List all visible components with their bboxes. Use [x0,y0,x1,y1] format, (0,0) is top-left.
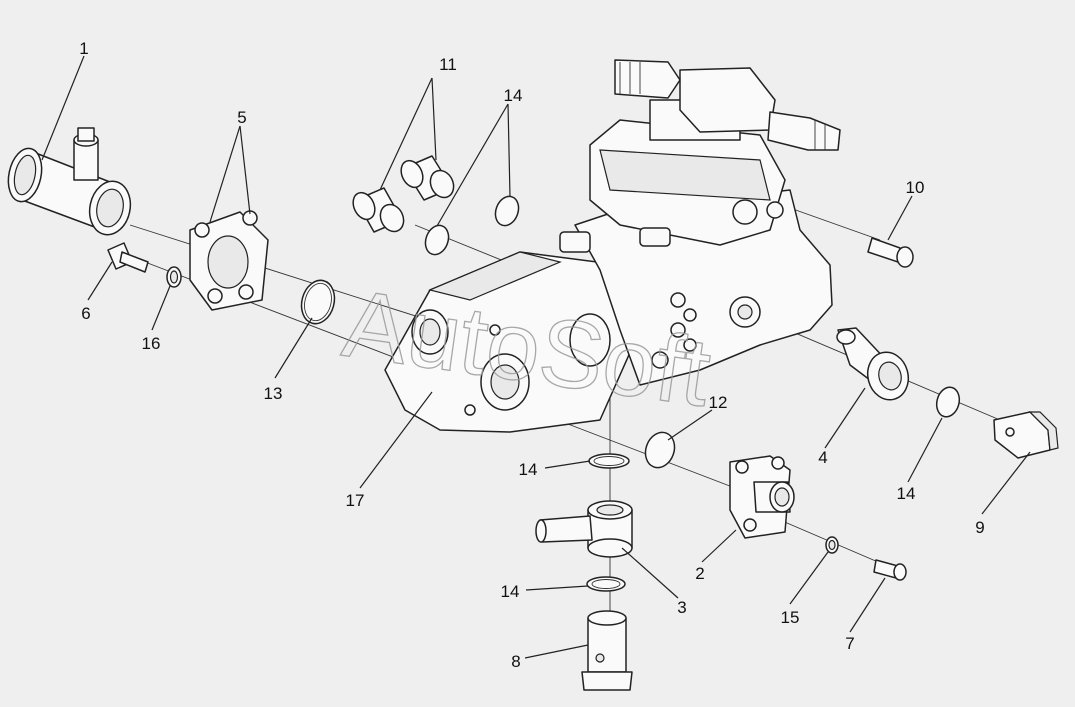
callout-3: 3 [677,598,686,617]
part-12-o-ring [644,431,676,469]
callout-14-middle: 14 [519,460,538,479]
part-9-banjo-bolt [993,411,1059,459]
part-6-bolt [107,242,149,273]
callout-2: 2 [695,564,704,583]
part-10-fitting [867,237,914,268]
callout-1: 1 [79,39,88,58]
part-2-flange [729,455,795,539]
callout-6: 6 [81,304,90,323]
callout-15: 15 [781,608,800,627]
callout-13: 13 [264,384,283,403]
part-13-o-ring [300,279,336,325]
part-4-banjo-fitting [836,327,910,401]
callout-4: 4 [818,448,827,467]
callout-14-lower: 14 [501,582,520,601]
part-14-o-rings-upper [424,195,520,256]
control-valve-block [559,59,841,386]
part-7-bolt [873,559,907,581]
callout-11: 11 [439,55,457,74]
callout-14-right: 14 [897,484,916,503]
callout-labels: 1 5 6 16 13 11 14 10 4 14 9 12 17 14 2 3… [79,39,984,671]
part-8-banjo-bolt [581,610,633,691]
callout-16: 16 [142,334,161,353]
part-1-pipe-tee [7,127,132,236]
part-17-pump-housing [384,251,641,433]
callout-14-upper: 14 [504,86,523,105]
callout-7: 7 [845,634,854,653]
part-14-o-ring-right [935,386,961,418]
part-5-flange [189,210,269,311]
part-11-fittings [352,155,455,233]
callout-12: 12 [709,393,728,412]
callout-10: 10 [906,178,925,197]
leader-lines [41,55,1031,659]
part-14-o-ring-middle [588,453,630,469]
part-15-washer [825,536,839,554]
part-16-washer [166,266,182,288]
callout-8: 8 [511,652,520,671]
part-14-o-ring-lower [586,576,626,592]
callout-9: 9 [975,518,984,537]
part-3-banjo-fitting [535,500,633,558]
callout-5: 5 [237,108,246,127]
callout-17: 17 [346,491,365,510]
